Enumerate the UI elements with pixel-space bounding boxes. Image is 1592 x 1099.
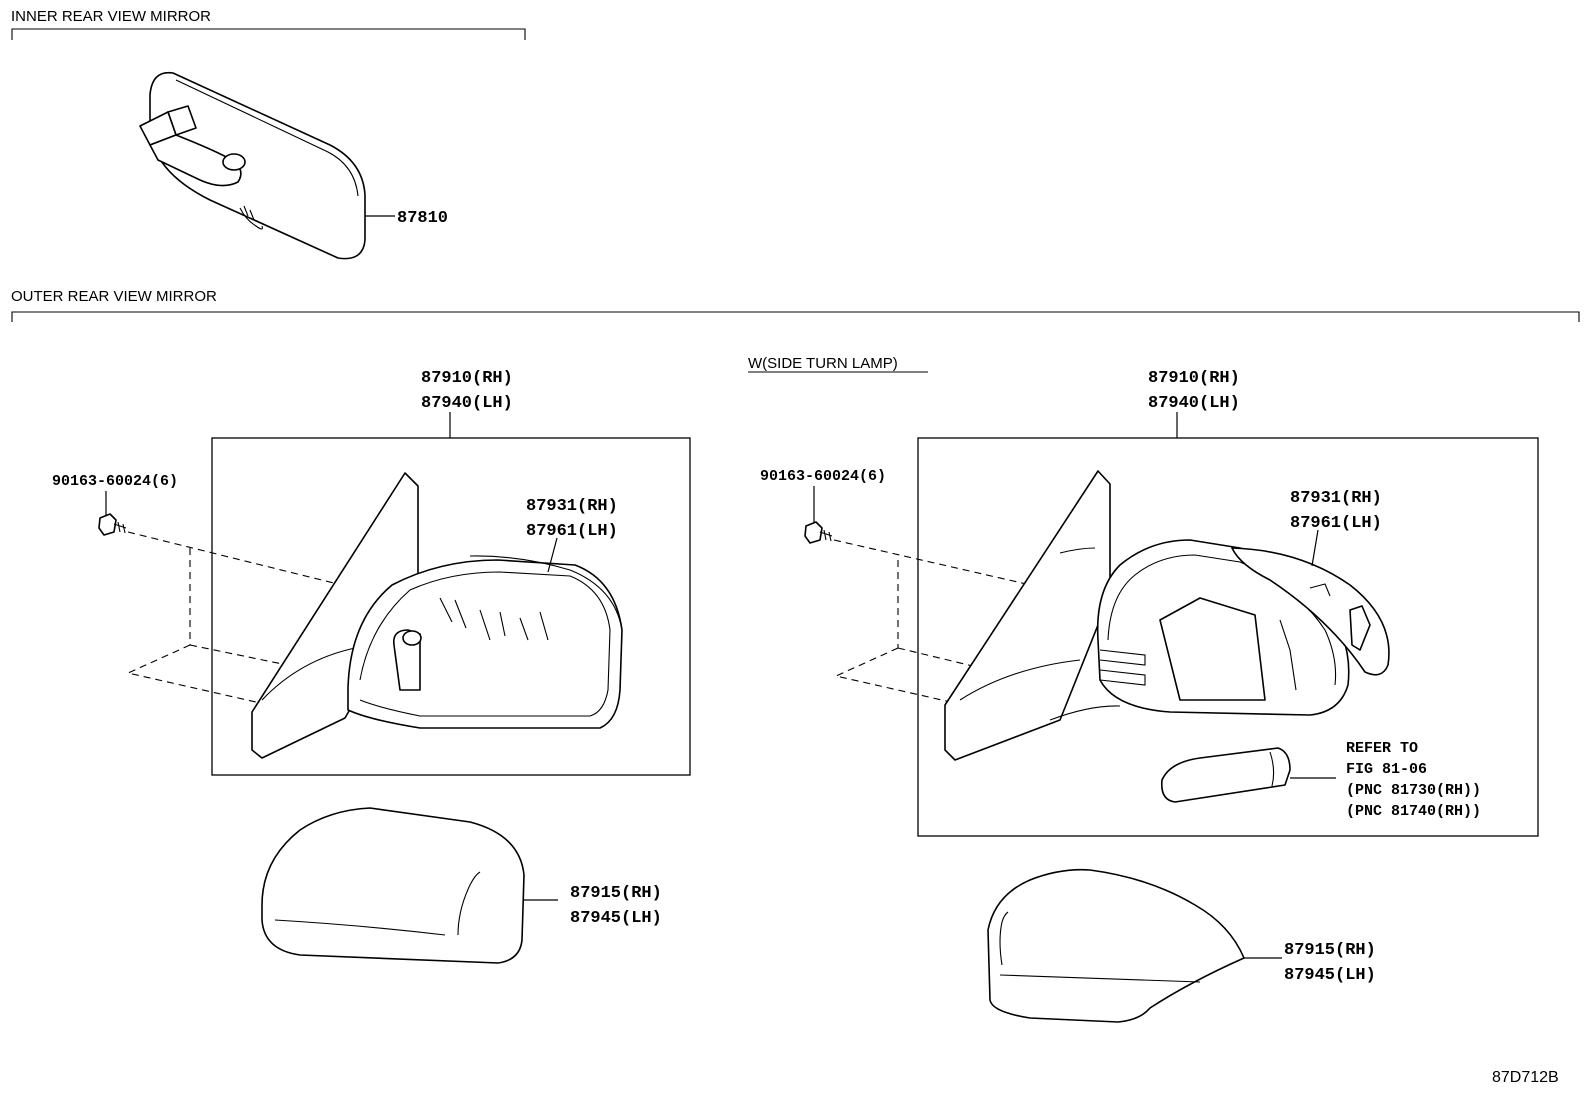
section-title-outer: OUTER REAR VIEW MIRROR [11, 288, 217, 305]
leader-left-mirror [547, 537, 558, 573]
label-right-mirror-rh: 87931(RH) [1290, 489, 1382, 508]
label-right-mirror-lh: 87961(LH) [1290, 514, 1382, 533]
right-mirror-housing [1049, 539, 1390, 721]
screw-icon-left [98, 513, 127, 536]
section-title-inner: INNER REAR VIEW MIRROR [11, 8, 211, 25]
label-87810: 87810 [397, 209, 448, 228]
label-left-assy-lh: 87940(LH) [421, 394, 513, 413]
label-right-assy-lh: 87940(LH) [1148, 394, 1240, 413]
label-right-cover-rh: 87915(RH) [1284, 941, 1376, 960]
screw-icon-right [804, 521, 833, 544]
left-assembly-box [211, 437, 691, 776]
label-left-mirror-rh: 87931(RH) [526, 497, 618, 516]
label-left-cover-rh: 87915(RH) [570, 884, 662, 903]
inner-mirror-drawing [139, 71, 366, 260]
section-bracket-inner [11, 28, 526, 40]
label-left-mirror-lh: 87961(LH) [526, 522, 618, 541]
label-right-cover-lh: 87945(LH) [1284, 966, 1376, 985]
refer-line-2: FIG 81-06 [1346, 761, 1427, 778]
figure-code: 87D712B [1492, 1069, 1559, 1086]
side-turn-lamp [1160, 747, 1291, 803]
refer-line-3: (PNC 81730(RH)) [1346, 782, 1481, 799]
label-right-assy-rh: 87910(RH) [1148, 369, 1240, 388]
variant-title-side-turn-lamp: W(SIDE TURN LAMP) [748, 355, 898, 372]
left-mirror-housing [347, 555, 623, 729]
right-mirror-glass [944, 470, 1111, 761]
right-assembly-box [917, 437, 1539, 837]
section-bracket-outer [11, 311, 1580, 322]
refer-line-1: REFER TO [1346, 740, 1418, 757]
left-mirror-cover [261, 807, 525, 964]
leader-right-mirror [1311, 529, 1319, 567]
label-left-screw: 90163-60024(6) [52, 473, 178, 490]
label-left-assy-rh: 87910(RH) [421, 369, 513, 388]
refer-line-4: (PNC 81740(RH)) [1346, 803, 1481, 820]
right-mirror-cover [987, 868, 1245, 1023]
label-left-cover-lh: 87945(LH) [570, 909, 662, 928]
label-right-screw: 90163-60024(6) [760, 468, 886, 485]
